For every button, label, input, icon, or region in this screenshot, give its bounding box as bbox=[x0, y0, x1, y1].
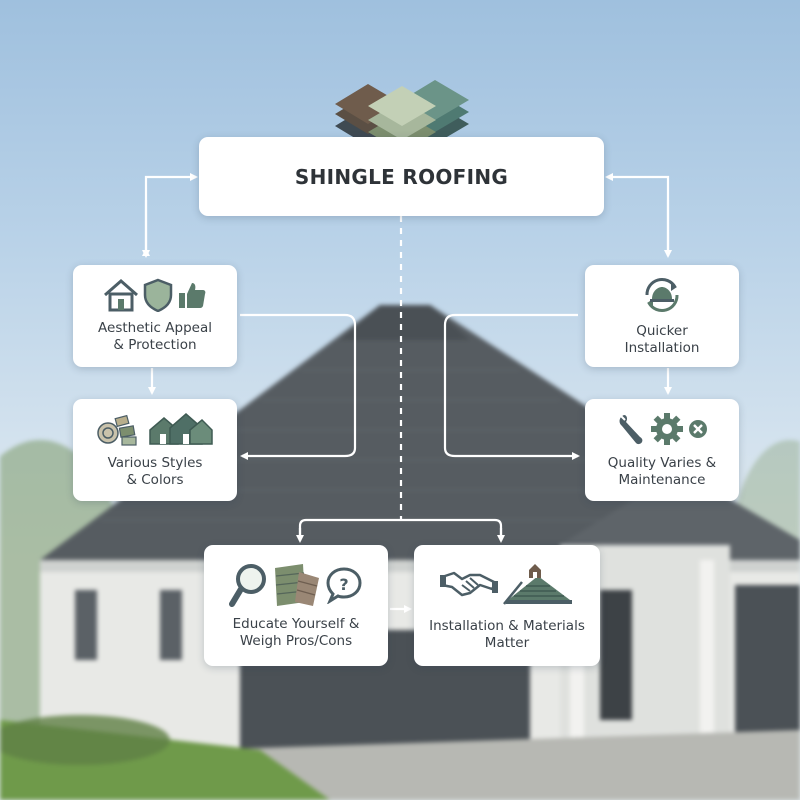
title-card: SHINGLE ROOFING bbox=[199, 137, 604, 216]
wrench-icon bbox=[619, 414, 643, 445]
node-educate-line2: Weigh Pros/Cons bbox=[239, 632, 353, 649]
node-quicker-line2: Installation bbox=[624, 340, 700, 356]
node-quality-line1: Quality Varies & bbox=[607, 455, 717, 471]
node-aesthetic-line1: Aesthetic Appeal bbox=[98, 320, 212, 336]
diagram-title: SHINGLE ROOFING bbox=[294, 164, 509, 189]
gear-icon bbox=[651, 413, 683, 445]
node-aesthetic-appeal: Aesthetic Appeal & Protection bbox=[73, 265, 237, 367]
houses-icon bbox=[149, 413, 213, 445]
node-install-line2: Matter bbox=[484, 634, 530, 651]
shingle-swatch-icon bbox=[275, 563, 319, 606]
svg-text:?: ? bbox=[339, 575, 348, 594]
node-quality-line2: Maintenance bbox=[618, 472, 706, 488]
shingle-samples-icon bbox=[97, 414, 137, 446]
node-educate-yourself: ? Educate Yourself & Weigh Pros/Cons bbox=[204, 545, 388, 666]
magnifier-icon bbox=[229, 563, 266, 607]
question-bubble-icon: ? bbox=[326, 566, 362, 604]
node-styles-line1: Various Styles bbox=[107, 455, 203, 471]
node-aesthetic-line2: & Protection bbox=[113, 337, 197, 353]
node-various-styles: Various Styles & Colors bbox=[73, 399, 237, 501]
node-installation-materials: Installation & Materials Matter bbox=[414, 545, 600, 666]
node-install-line1: Installation & Materials bbox=[429, 617, 585, 634]
house-icon bbox=[104, 279, 138, 312]
x-circle-icon bbox=[689, 420, 707, 438]
node-quality-varies: Quality Varies & Maintenance bbox=[585, 399, 739, 501]
hard-hat-cycle-icon bbox=[645, 277, 679, 313]
node-educate-line1: Educate Yourself & bbox=[232, 615, 360, 632]
roof-icon bbox=[503, 563, 572, 605]
shield-icon bbox=[143, 278, 173, 312]
thumbs-up-icon bbox=[179, 283, 206, 308]
handshake-icon bbox=[440, 571, 498, 596]
node-styles-line2: & Colors bbox=[126, 472, 184, 488]
node-quicker-installation: Quicker Installation bbox=[585, 265, 739, 367]
node-quicker-line1: Quicker bbox=[636, 323, 688, 339]
